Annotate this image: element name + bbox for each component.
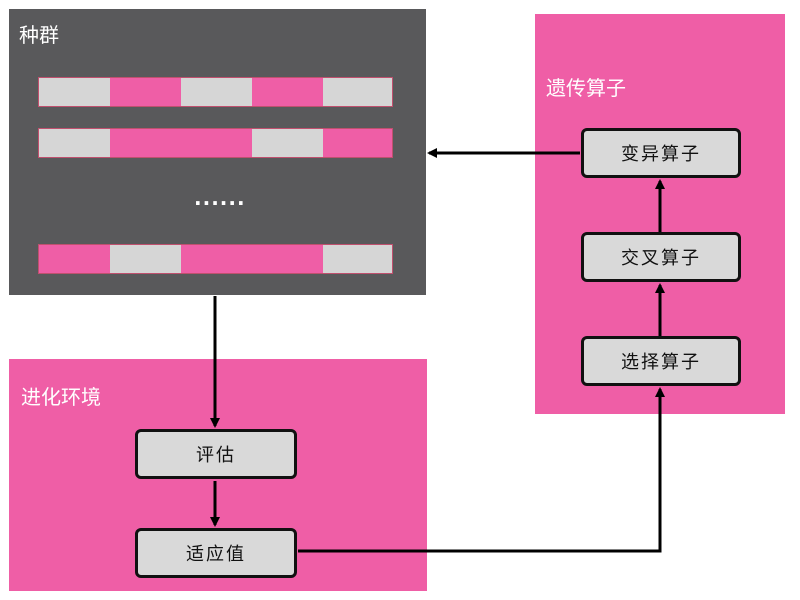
crossover-operator-node: 交叉算子 [581, 232, 741, 282]
chromosome-row [38, 77, 393, 107]
gene-segment [252, 78, 323, 106]
gene-segment [181, 245, 252, 273]
fitness-node: 适应值 [135, 528, 297, 578]
selection-operator-node: 选择算子 [581, 336, 741, 386]
evaluate-node: 评估 [135, 429, 297, 479]
gene-segment [252, 129, 323, 157]
mutation-operator-node: 变异算子 [581, 128, 741, 178]
gene-segment [252, 245, 323, 273]
gene-segment [39, 245, 110, 273]
gene-segment [323, 78, 392, 106]
gene-segment [110, 78, 181, 106]
gene-segment [39, 78, 110, 106]
gene-segment [181, 129, 252, 157]
chromosome-row [38, 128, 393, 158]
gene-segment [181, 78, 252, 106]
genetic-operators-title: 遗传算子 [546, 76, 626, 100]
population-title: 种群 [19, 23, 59, 47]
gene-segment [39, 129, 110, 157]
gene-segment [323, 129, 392, 157]
gene-segment [110, 129, 181, 157]
population-ellipsis: ...... [194, 186, 246, 210]
gene-segment [110, 245, 181, 273]
evolution-environment-title: 进化环境 [21, 385, 101, 409]
gene-segment [323, 245, 392, 273]
arrow-fitness-to-selection [298, 387, 665, 553]
chromosome-row [38, 244, 393, 274]
